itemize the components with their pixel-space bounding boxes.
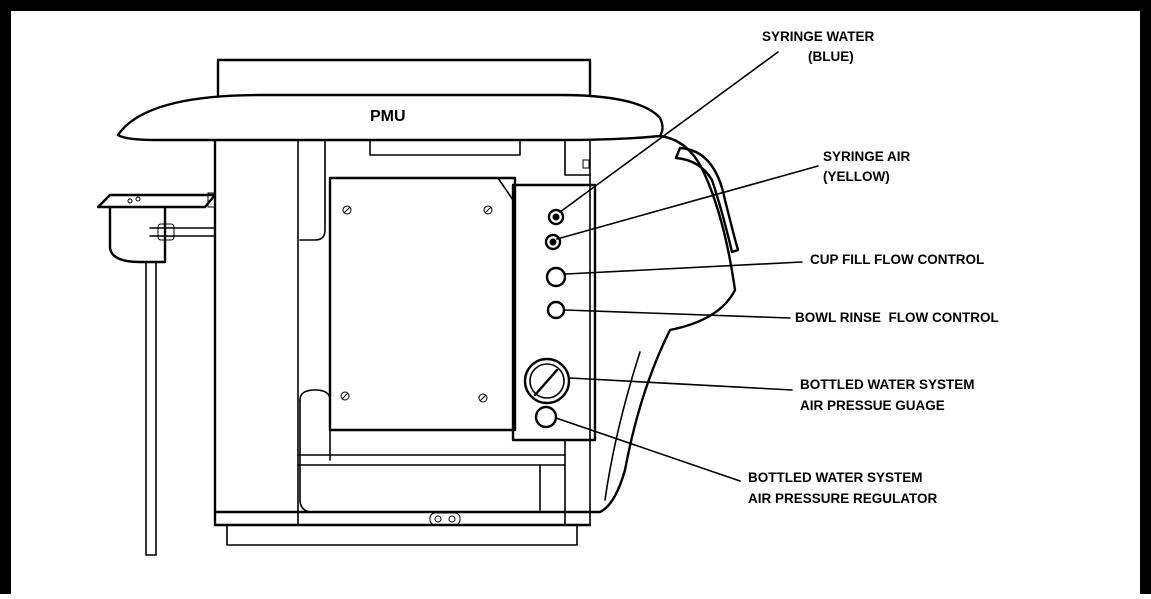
svg-text:(YELLOW): (YELLOW) xyxy=(823,169,890,184)
pmu-cabinet xyxy=(96,58,740,556)
svg-text:BOTTLED WATER SYSTEM: BOTTLED WATER SYSTEM xyxy=(800,377,975,392)
control-panel xyxy=(511,183,597,442)
cuspidor-housing xyxy=(588,134,737,514)
syringe-air-fitting xyxy=(544,233,562,251)
bowl-rinse-knob xyxy=(546,300,566,320)
pmu-label: PMU xyxy=(370,108,406,125)
callout-syringe-water: SYRINGE WATER (BLUE) xyxy=(762,29,875,64)
svg-text:SYRINGE WATER: SYRINGE WATER xyxy=(762,29,875,44)
base-fitting xyxy=(429,512,461,526)
svg-text:CUP FILL FLOW CONTROL: CUP FILL FLOW CONTROL xyxy=(810,252,984,267)
svg-text:SYRINGE AIR: SYRINGE AIR xyxy=(823,149,911,164)
callout-cup-fill: CUP FILL FLOW CONTROL xyxy=(810,252,984,267)
callout-pressure-regulator: BOTTLED WATER SYSTEM AIR PRESSURE REGULA… xyxy=(748,470,938,506)
pressure-gauge xyxy=(523,357,571,405)
svg-text:AIR PRESSURE REGULATOR: AIR PRESSURE REGULATOR xyxy=(748,491,938,506)
pmu-canopy xyxy=(116,93,664,142)
callout-pressure-gauge: BOTTLED WATER SYSTEM AIR PRESSUE GUAGE xyxy=(800,377,975,413)
svg-text:BOTTLED WATER SYSTEM: BOTTLED WATER SYSTEM xyxy=(748,470,923,485)
leader-lines xyxy=(555,51,819,482)
syringe-water-fitting xyxy=(547,208,565,226)
cup-fill-knob xyxy=(545,266,567,288)
pressure-regulator-knob xyxy=(534,405,558,429)
callout-syringe-air: SYRINGE AIR (YELLOW) xyxy=(823,149,911,184)
callout-bowl-rinse: BOWL RINSE FLOW CONTROL xyxy=(795,310,999,325)
holder-bracket xyxy=(96,193,217,209)
access-panel xyxy=(328,176,517,432)
svg-text:AIR PRESSUE GUAGE: AIR PRESSUE GUAGE xyxy=(800,398,945,413)
svg-text:BOWL RINSE FLOW CONTROL: BOWL RINSE FLOW CONTROL xyxy=(795,310,999,325)
svg-text:(BLUE): (BLUE) xyxy=(808,49,854,64)
panel-screws xyxy=(340,205,493,403)
